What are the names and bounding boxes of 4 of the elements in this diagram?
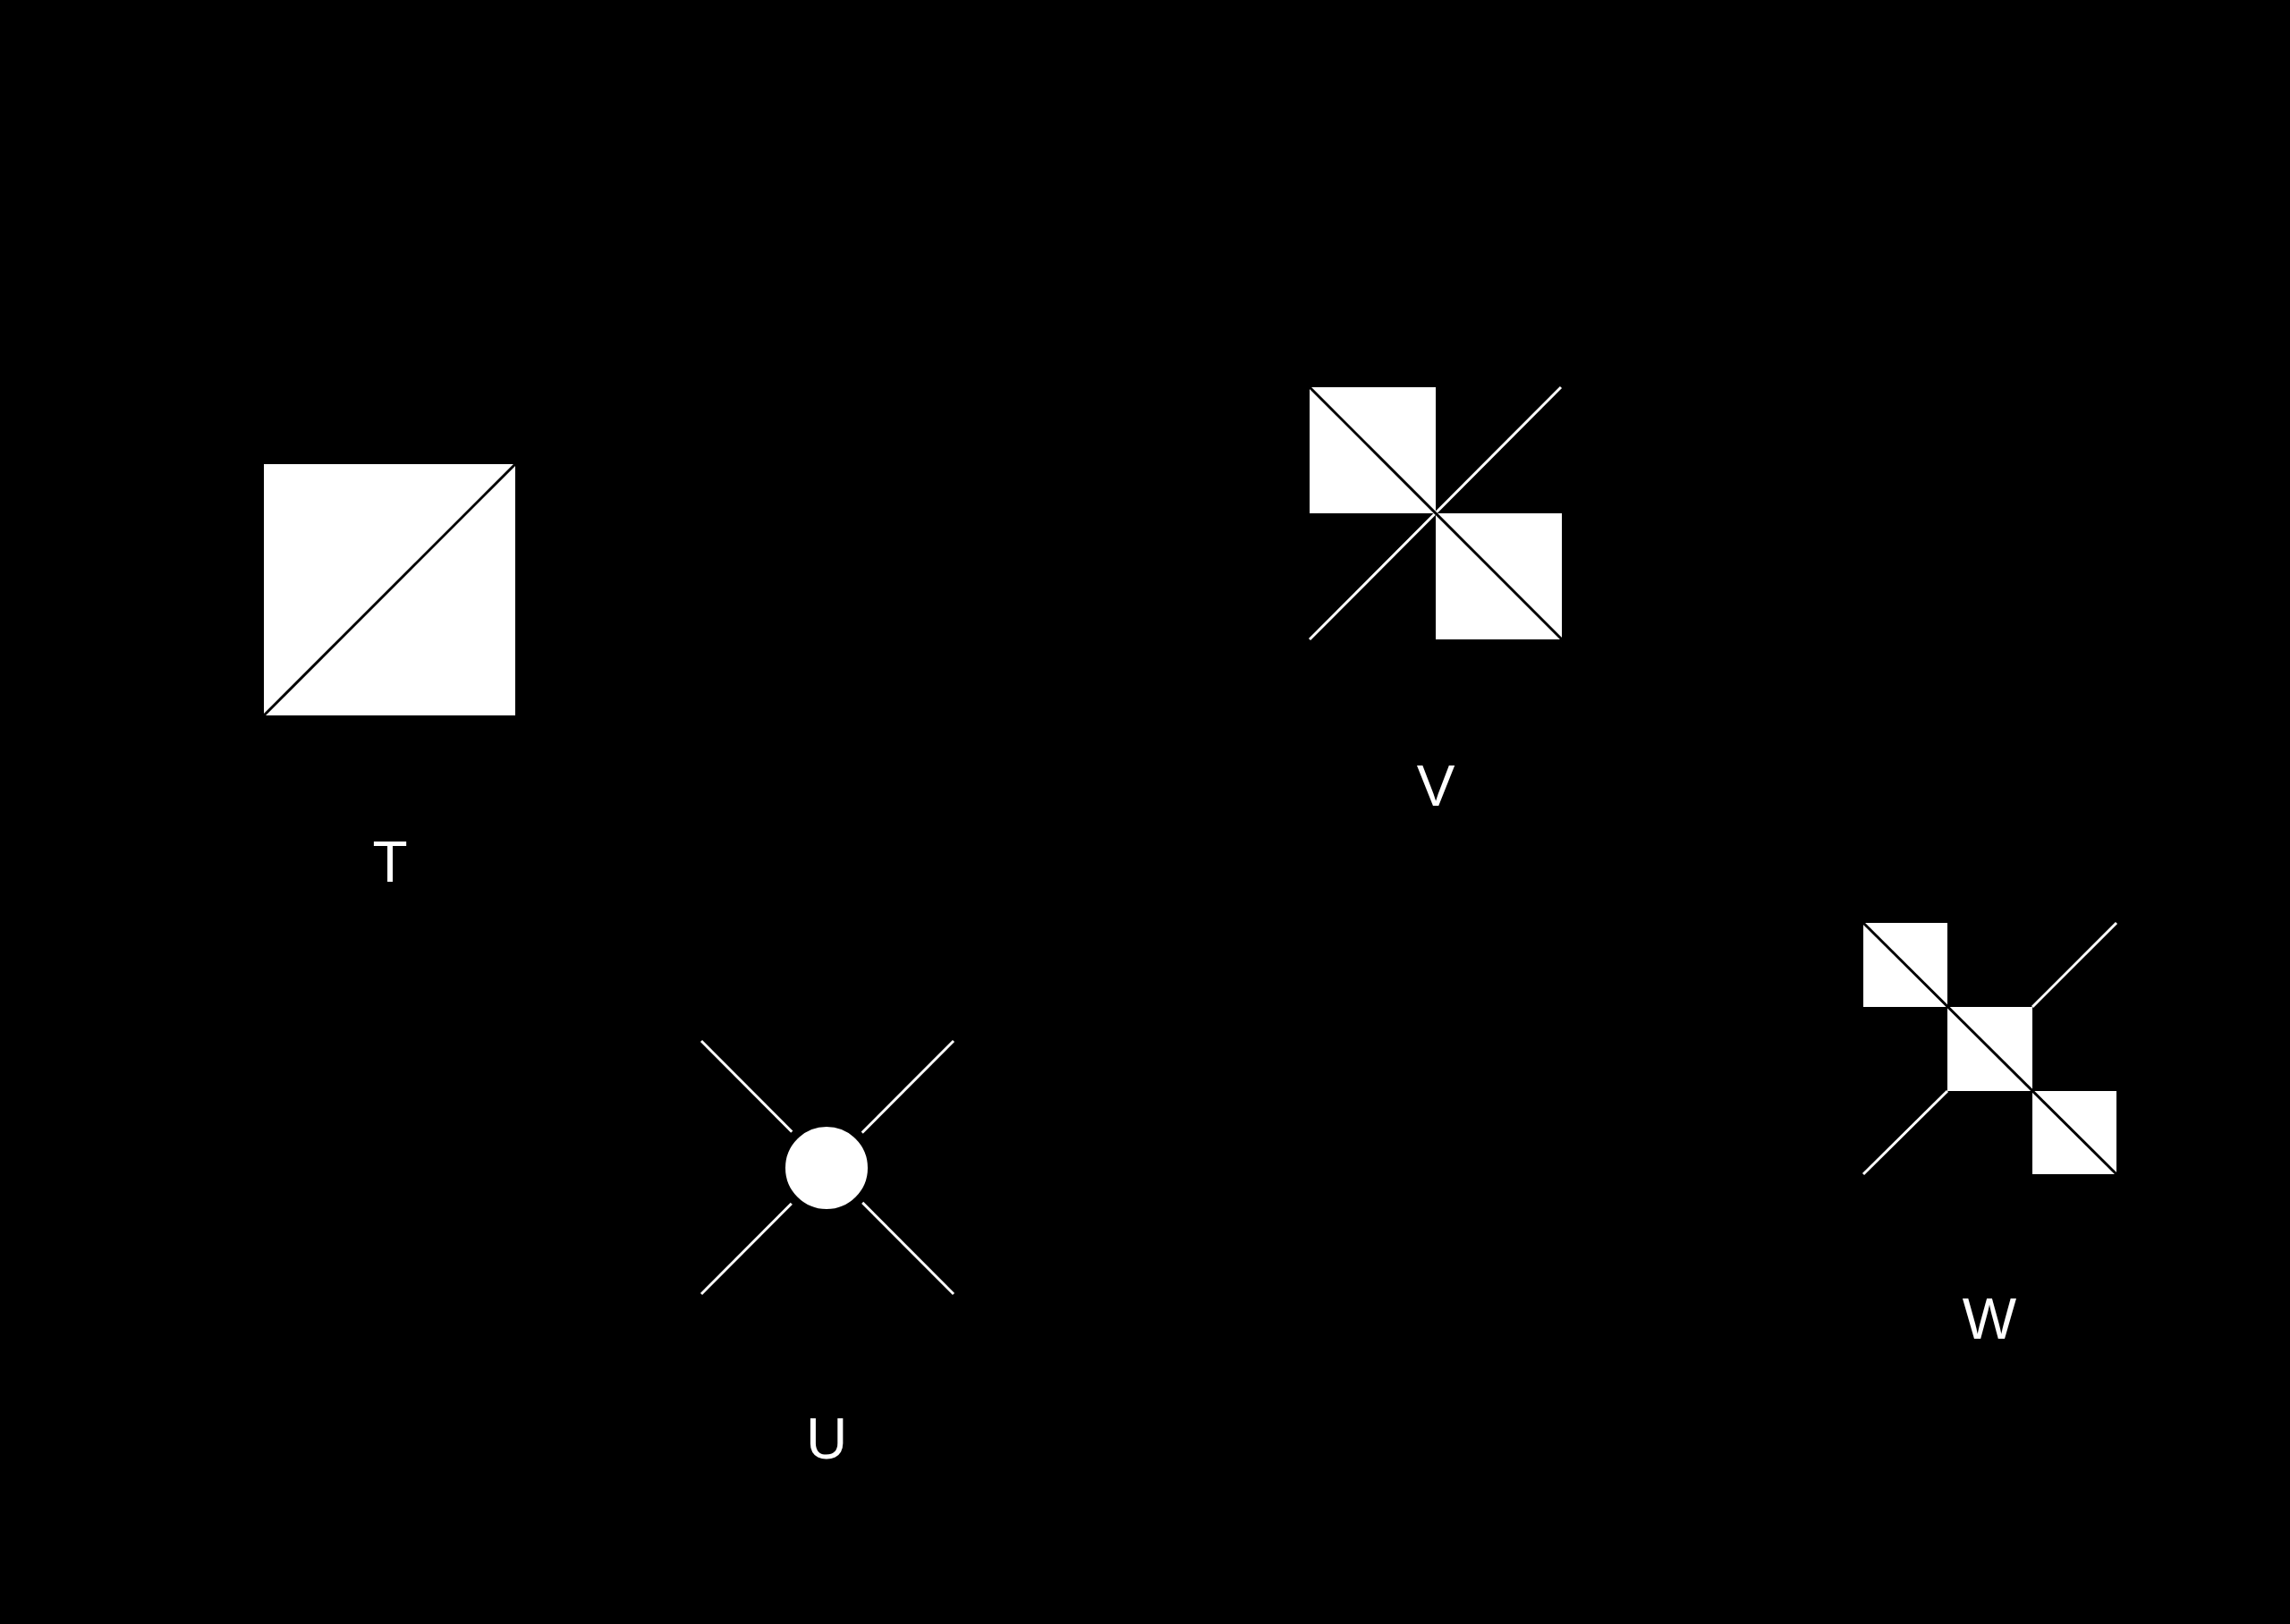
- letter-label: W: [1962, 1290, 2017, 1348]
- letter-label: V: [1416, 757, 1455, 815]
- letter-label: T: [372, 833, 408, 891]
- letter-label: U: [805, 1410, 848, 1468]
